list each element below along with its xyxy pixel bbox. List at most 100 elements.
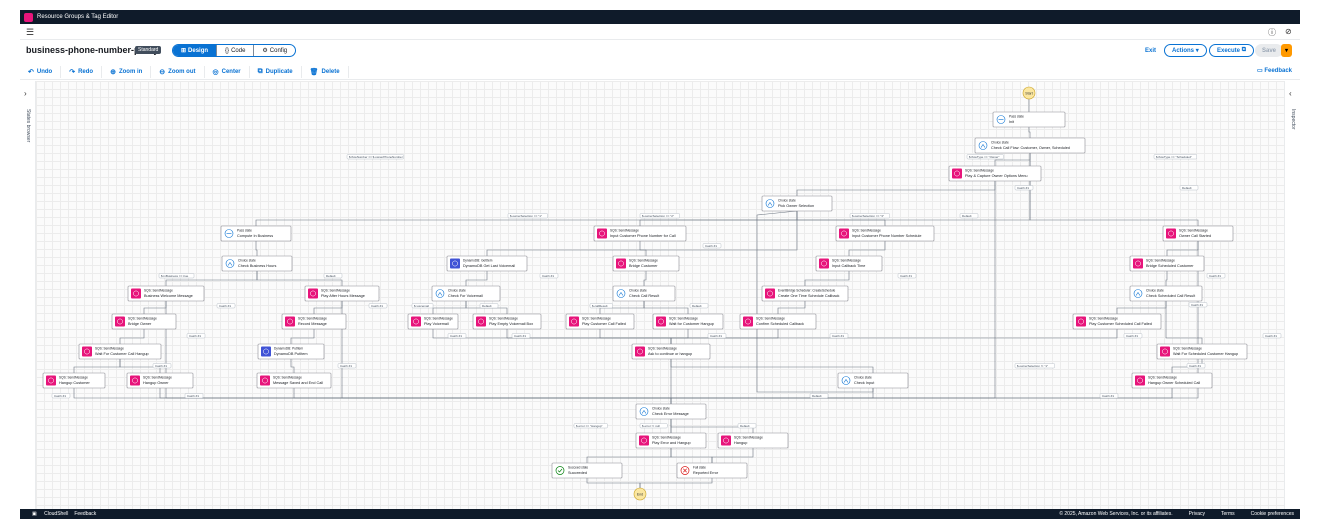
redo-button[interactable]: ↷Redo	[61, 65, 103, 78]
edge-label[interactable]: Catch #1	[1099, 393, 1119, 399]
edge-label[interactable]: Default	[323, 273, 343, 279]
edge-label[interactable]: Catch #1	[707, 333, 727, 339]
edge-label[interactable]: Catch #1	[1206, 273, 1226, 279]
edge-label[interactable]: Catch #1	[216, 303, 236, 309]
edge-label[interactable]: $.ownerSelection == "3"	[849, 213, 890, 219]
edge-label[interactable]: $.ownerSelection == "1"	[507, 213, 548, 219]
edge-label[interactable]: Catch #1	[337, 363, 357, 369]
chevron-left-icon[interactable]: ‹	[1289, 89, 1292, 98]
edge-label[interactable]: $.callResult	[589, 303, 613, 309]
duplicate-button[interactable]: ⧉Duplicate	[250, 65, 302, 78]
edge-label[interactable]: Catch #1	[447, 333, 467, 339]
edge-label[interactable]: Catch #1	[511, 333, 531, 339]
edge-label[interactable]: Catch #1	[702, 243, 722, 249]
exit-button[interactable]: Exit	[1145, 47, 1157, 54]
save-dropdown-button[interactable]: ▾	[1281, 44, 1293, 57]
edge-label[interactable]: $.ownerSelection != "1"	[1014, 363, 1055, 369]
edge-label[interactable]: Catch #1	[1186, 363, 1206, 369]
tab-design[interactable]: ⊞Design	[173, 45, 218, 56]
zoom-out-button[interactable]: ⊖Zoom out	[151, 65, 205, 78]
states-browser-panel[interactable]: › States browser	[20, 81, 36, 509]
tab-code[interactable]: {}Code	[217, 45, 255, 56]
edge-label[interactable]: Catch #1	[1262, 333, 1282, 339]
edge-label[interactable]: $.error != null	[639, 423, 668, 429]
inspector-panel[interactable]: ‹ Inspector	[1284, 81, 1300, 509]
edge-label[interactable]: $.flowType == "Owner"	[966, 154, 1004, 160]
edge-label[interactable]: Default	[479, 303, 499, 309]
edge-label[interactable]: Catch #1	[829, 333, 849, 339]
save-button[interactable]: Save	[1255, 44, 1284, 57]
undo-button[interactable]: ↶Undo	[20, 65, 62, 78]
edge-label[interactable]: Catch #1	[186, 333, 206, 339]
edge-label[interactable]: Catch #1	[51, 393, 71, 399]
cloudshell-link[interactable]: ▣ CloudShell	[32, 511, 69, 517]
execute-button[interactable]: Execute ⧉	[1209, 44, 1254, 57]
end-node[interactable]: End	[633, 487, 647, 501]
zoom-in-button[interactable]: ⊕Zoom in	[102, 65, 152, 78]
cookie-preferences-link[interactable]: Cookie preferences	[1250, 511, 1294, 517]
edge-label[interactable]: Catch #1	[897, 273, 917, 279]
feedback-link[interactable]: ▭ Feedback	[1256, 68, 1292, 74]
edge-label[interactable]: Catch #1	[184, 393, 204, 399]
footer-feedback-link[interactable]: Feedback	[74, 511, 97, 517]
edge-label[interactable]: $.inBusiness == true	[158, 273, 195, 279]
edge-label[interactable]: Default	[809, 393, 829, 399]
edge-label[interactable]: Catch #1	[152, 363, 172, 369]
terms-link[interactable]: Terms	[1221, 511, 1235, 517]
edge-label[interactable]: Default	[1179, 185, 1199, 191]
edge-label[interactable]: Default	[737, 423, 757, 429]
edge-label[interactable]: $.error == "Hangup"	[573, 423, 608, 429]
start-node[interactable]: Start	[1022, 86, 1036, 100]
edge-label[interactable]: $.voicemail	[411, 303, 434, 309]
edge-label[interactable]: Catch #1	[1014, 185, 1034, 191]
menu-icon[interactable]: ☰	[26, 27, 35, 37]
edge-label[interactable]: $.flowType == "Scheduled"	[1153, 154, 1197, 160]
center-button[interactable]: ◎Center	[205, 65, 250, 78]
delete-button[interactable]: 🗑Delete	[302, 65, 349, 78]
chevron-right-icon[interactable]: ›	[24, 89, 27, 98]
edge-label[interactable]: Catch #1	[1123, 333, 1143, 339]
edge-label[interactable]: Default	[689, 303, 709, 309]
actions-button[interactable]: Actions ▾	[1164, 44, 1207, 57]
edge-label[interactable]: Catch #1	[539, 273, 559, 279]
tab-config[interactable]: ⚙Config	[262, 47, 288, 55]
info-icon[interactable]: ⓘ	[1268, 28, 1276, 37]
